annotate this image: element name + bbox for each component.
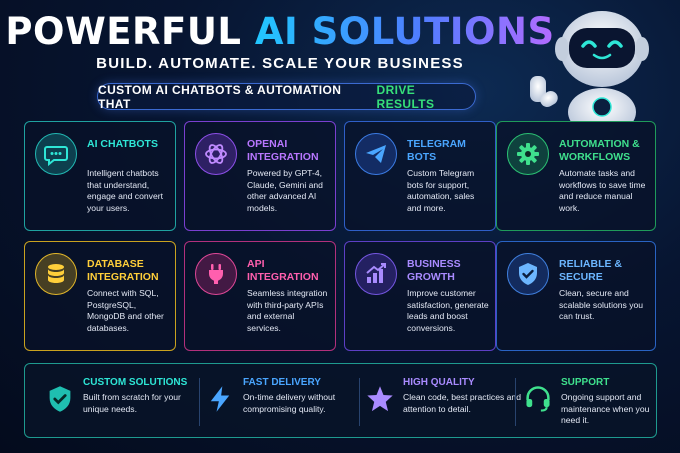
shield-check-icon [507,253,549,295]
tagline-pill: CUSTOM AI CHATBOTS & AUTOMATION THAT DRI… [97,82,476,111]
chat-bubble-icon [35,133,77,175]
card-reliable-secure: RELIABLE & SECURE Clean, secure and scal… [496,241,656,351]
card-ai-chatbots: AI CHATBOTS Intelligent chatbots that un… [24,121,176,231]
card-desc: Seamless integration with third-party AP… [247,288,328,333]
robot-mascot-icon [530,11,649,122]
card-desc: Clean, secure and scalable solutions you… [559,288,644,321]
card-desc: Improve customer satisfaction, generate … [407,288,489,333]
title-accent: AI SOLUTIONS [254,10,555,53]
card-title: AUTOMATION & WORKFLOWS [559,138,640,163]
feature-high-quality: HIGH QUALITY Clean code, best practices … [363,364,523,439]
openai-knot-icon [195,133,237,175]
gear-icon [507,133,549,175]
divider [515,378,516,426]
shield-check-icon [43,382,77,416]
card-business-growth: BUSINESS GROWTH Improve customer satisfa… [344,241,496,351]
card-openai-integration: OPENAI INTEGRATION Powered by GPT-4, Cla… [184,121,336,231]
subtitle: BUILD. AUTOMATE. SCALE YOUR BUSINESS [96,55,464,72]
feature-title: HIGH QUALITY [403,377,475,388]
feature-desc: Ongoing support and maintenance when you… [561,392,650,425]
tagline-highlight: DRIVE RESULTS [376,82,435,111]
card-title: TELEGRAM BOTS [407,138,466,163]
card-title: DATABASE INTEGRATION [87,258,159,283]
headset-icon [521,382,555,416]
feature-desc: On-time delivery without compromising qu… [243,392,336,414]
card-desc: Powered by GPT-4, Claude, Gemini and oth… [247,168,323,213]
card-desc: Custom Telegram bots for support, automa… [407,168,475,213]
feature-fast-delivery: FAST DELIVERY On-time delivery without c… [203,364,363,439]
feature-desc: Clean code, best practices and attention… [403,392,521,414]
card-title: BUSINESS GROWTH [407,258,461,283]
title-main: POWERFUL [5,10,255,53]
feature-desc: Built from scratch for your unique needs… [83,392,181,414]
lightning-icon [203,382,237,416]
feature-title: FAST DELIVERY [243,377,321,388]
tagline-text: CUSTOM AI CHATBOTS & AUTOMATION THAT [98,82,342,111]
database-icon [35,253,77,295]
card-title: OPENAI INTEGRATION [247,138,319,163]
growth-chart-icon [355,253,397,295]
card-automation-workflows: AUTOMATION & WORKFLOWS Automate tasks an… [496,121,656,231]
plug-icon [195,253,237,295]
feature-support: SUPPORT Ongoing support and maintenance … [521,364,655,439]
card-title: API INTEGRATION [247,258,319,283]
star-icon [363,382,397,416]
card-desc: Intelligent chatbots that understand, en… [87,168,163,213]
card-database-integration: DATABASE INTEGRATION Connect with SQL, P… [24,241,176,351]
card-desc: Automate tasks and workflows to save tim… [559,168,646,213]
card-desc: Connect with SQL, PostgreSQL, MongoDB an… [87,288,164,333]
feature-title: SUPPORT [561,377,610,388]
divider [199,378,200,426]
card-telegram-bots: TELEGRAM BOTS Custom Telegram bots for s… [344,121,496,231]
page-title: POWERFUL AI SOLUTIONS [0,10,560,53]
feature-title: CUSTOM SOLUTIONS [83,377,188,388]
paper-plane-icon [355,133,397,175]
card-title: AI CHATBOTS [87,138,158,150]
card-api-integration: API INTEGRATION Seamless integration wit… [184,241,336,351]
divider [359,378,360,426]
feature-custom-solutions: CUSTOM SOLUTIONS Built from scratch for … [43,364,203,439]
features-bar: CUSTOM SOLUTIONS Built from scratch for … [24,363,657,438]
card-title: RELIABLE & SECURE [559,258,622,283]
